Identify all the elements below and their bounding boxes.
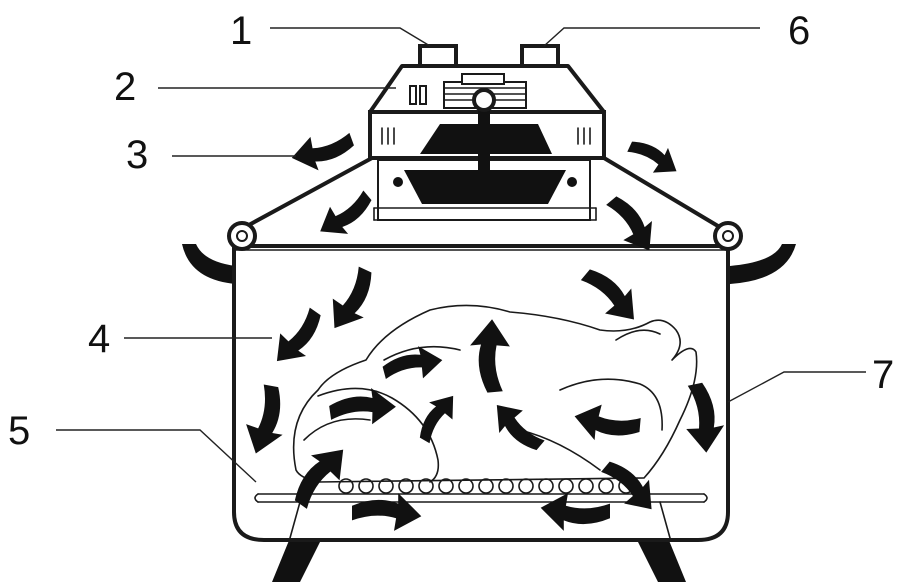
callout-5: 5 [8,409,30,453]
rack-roller [539,479,553,493]
oven-legs [272,538,686,582]
knob-temperature [522,46,558,66]
leader-1 [270,28,430,46]
rack-roller [599,479,613,493]
rack-roller [479,479,493,493]
callout-7: 7 [872,353,894,397]
callout-6: 6 [788,9,810,53]
control-dial [474,90,494,110]
fan-shaft [478,104,490,194]
leg-left [272,538,322,582]
handle-right [730,244,796,284]
callout-3: 3 [126,133,148,177]
rack-roller [499,479,513,493]
leg-right [636,538,686,582]
rack-roller [579,479,593,493]
handle-left [182,244,236,284]
indicator-light-2 [420,86,426,104]
rack-roller [559,479,573,493]
callout-4: 4 [88,317,110,361]
rack-roller [459,479,473,493]
callout-1: 1 [230,9,252,53]
indicator-light-1 [410,86,416,104]
leader-6 [544,28,760,46]
callout-2: 2 [114,65,136,109]
rack-roller [519,479,533,493]
knob-timer [420,46,456,66]
leader-7 [728,372,866,402]
leader-5 [56,430,256,482]
